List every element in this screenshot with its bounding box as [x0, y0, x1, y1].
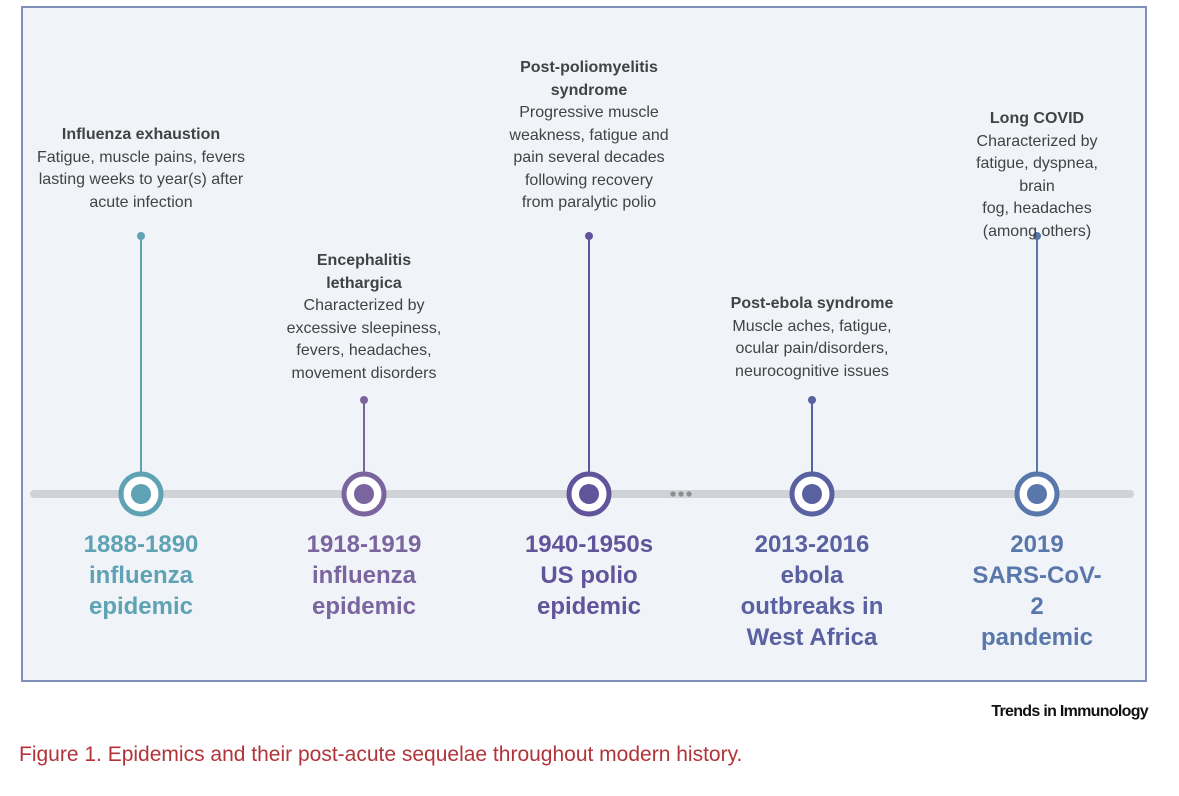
stem-endpoint-dot: [808, 396, 816, 404]
stem-endpoint-dot: [1033, 232, 1041, 240]
sequela-description-block: Post-poliomyelitis syndrome Progressive …: [509, 57, 668, 215]
sequela-description: Characterized by fatigue, dyspnea, brain…: [976, 132, 1098, 240]
sequela-title: Post-poliomyelitis syndrome: [520, 59, 658, 99]
sequela-title: Post-ebola syndrome: [730, 295, 894, 312]
event-marker-dot: [354, 484, 374, 504]
sequela-description-block: Influenza exhaustion Fatigue, muscle pai…: [37, 124, 245, 214]
sequela-description: Muscle aches, fatigue, ocular pain/disor…: [732, 317, 892, 380]
timeline-markers: [118, 232, 1060, 517]
stem-endpoint-dot: [585, 232, 593, 240]
event-marker-dot: [131, 484, 151, 504]
epidemic-label: 1888-1890 influenza epidemic: [83, 531, 199, 620]
sequela-description: Progressive muscle weakness, fatigue and…: [509, 104, 669, 211]
event-marker-dot: [802, 484, 822, 504]
stem-endpoint-dot: [360, 396, 368, 404]
epidemic-label: 2013-2016 ebola outbreaks in West Africa: [740, 531, 884, 651]
source-credit: Trends in Immunology: [991, 703, 1148, 720]
figure-caption: Figure 1. Epidemics and their post-acute…: [19, 743, 743, 766]
epidemic-label: 1918-1919 influenza epidemic: [306, 531, 422, 620]
sequela-description: Characterized by excessive sleepiness, f…: [286, 297, 442, 382]
sequela-title: Encephalitis lethargica: [316, 252, 412, 292]
epidemic-label: 2019 SARS-CoV-2 pandemic: [972, 531, 1102, 651]
sequela-description-block: Long COVID Characterized by fatigue, dys…: [966, 108, 1108, 243]
event-marker-dot: [579, 484, 599, 504]
timeline-gap-ellipsis: [670, 491, 692, 497]
sequela-description: Fatigue, muscle pains, fevers lasting we…: [36, 148, 246, 211]
event-marker-dot: [1027, 484, 1047, 504]
sequela-title: Long COVID: [989, 110, 1085, 127]
sequela-title: Influenza exhaustion: [61, 126, 221, 143]
sequela-description-block: Encephalitis lethargica Characterized by…: [287, 250, 442, 385]
sequela-description-block: Post-ebola syndrome Muscle aches, fatigu…: [731, 293, 894, 383]
timeline-panel: [21, 6, 1147, 682]
stem-endpoint-dot: [137, 232, 145, 240]
epidemic-label: 1940-1950s US polio epidemic: [524, 531, 654, 620]
